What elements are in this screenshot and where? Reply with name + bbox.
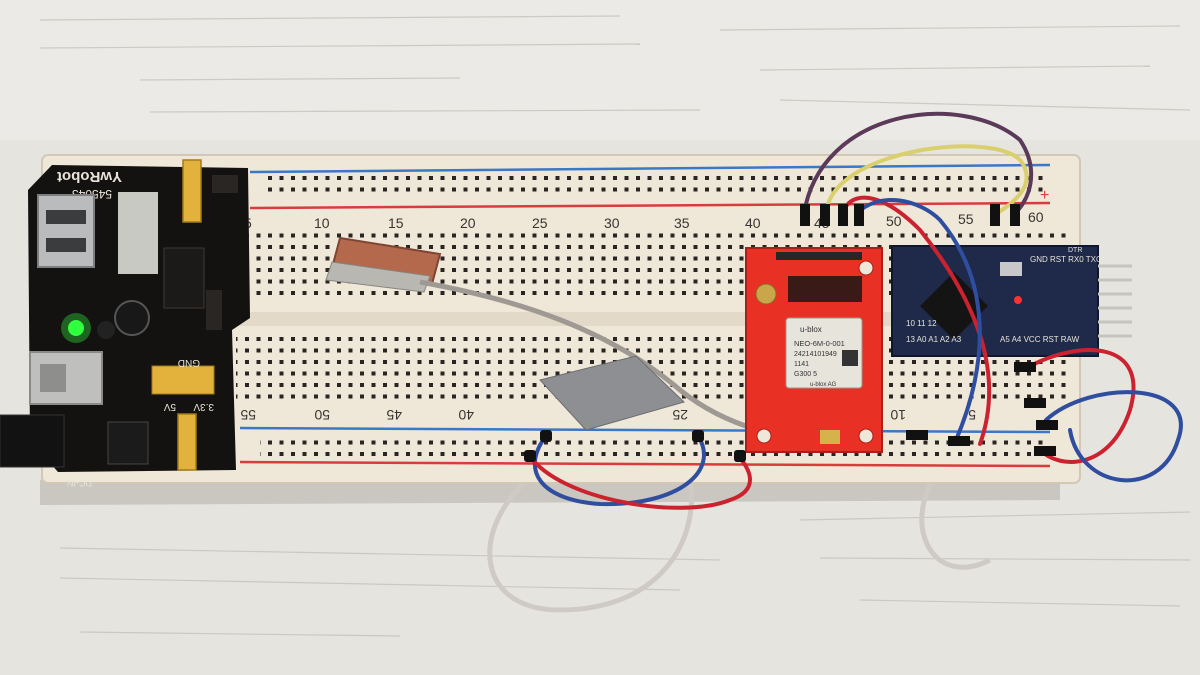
- col-number: 30: [604, 215, 620, 231]
- col-number: 60: [1028, 209, 1044, 225]
- atmega-chip: [920, 272, 988, 340]
- usb-port-slot: [46, 210, 86, 224]
- wire-yellow: [824, 144, 1029, 216]
- pin-labels: 10 11 12: [906, 319, 937, 328]
- jumper-wires: [528, 111, 1183, 510]
- top-rail-holes-minus: [268, 175, 1048, 184]
- heatsink-tab: [118, 192, 158, 274]
- wire-purple: [802, 111, 1034, 216]
- mounting-hole: [858, 260, 874, 276]
- bottom-rail-holes-plus: [260, 448, 1050, 457]
- col-number: 50: [886, 213, 902, 229]
- gps-chip-shield: [785, 317, 863, 389]
- wire-red-right: [1028, 348, 1136, 464]
- dc-jack-inner: [107, 421, 149, 465]
- chip-brand: u-blox: [800, 325, 822, 334]
- bottom-rail-red-line: [239, 460, 1051, 468]
- dc-in-label: DC-IN: [67, 478, 92, 488]
- mounting-hole: [756, 428, 772, 444]
- power-supply-module: YwRobot 545043 GND 5V 3.3V DC-IN: [0, 159, 250, 488]
- mounting-hole: [858, 428, 874, 444]
- paper-shade: [0, 0, 1200, 140]
- gps-header-pins: [776, 252, 862, 260]
- col-number: 15: [388, 215, 404, 231]
- transistor: [97, 321, 115, 339]
- col-number: 20: [460, 215, 476, 231]
- green-led: [68, 320, 84, 336]
- top-column-numbers: 5 10 15 20 25 30 35 40 45 50 55 60: [244, 209, 1044, 231]
- antenna-base: [325, 261, 431, 293]
- col-number: 35: [674, 215, 690, 231]
- dc-barrel-jack[interactable]: [0, 414, 65, 468]
- gray-tape: [539, 355, 685, 431]
- arduino-right-pins: [1098, 264, 1132, 338]
- v33-label: 3.3V: [193, 401, 214, 412]
- rail-minus-label: −: [1040, 157, 1048, 173]
- col-number-inverted: 10: [890, 407, 906, 423]
- wire-plugs: [524, 204, 1058, 462]
- rail-plus-label: +: [1040, 187, 1049, 204]
- gnd-label: GND: [178, 357, 200, 368]
- wire-shadows: [487, 467, 992, 613]
- output-header-block: [151, 365, 215, 395]
- datamatrix-code: [842, 350, 858, 366]
- chip-maker: u-blox AG: [810, 382, 837, 388]
- usb-port-slot: [46, 238, 86, 252]
- top-rail-blue-line: [249, 163, 1051, 174]
- wire-red-bottom: [528, 454, 752, 510]
- gps-patch-antenna: [325, 236, 442, 293]
- gps-smd-parts: [788, 276, 862, 302]
- col-number-inverted: 45: [386, 407, 402, 423]
- gps-module: u-blox NEO-6M-0-001 24214101949 1141 G30…: [745, 247, 883, 453]
- pin-header: [212, 175, 238, 193]
- v5-label: 5V: [163, 401, 176, 412]
- col-number-inverted: 50: [314, 407, 330, 423]
- wire-blue-right: [1044, 390, 1183, 483]
- ufl-connector: [820, 430, 840, 444]
- reset-button[interactable]: [1000, 262, 1022, 276]
- col-number-inverted: 55: [240, 407, 256, 423]
- col-number: 10: [314, 215, 330, 231]
- header-labels: GND RST RX0 TXO: [1030, 255, 1102, 264]
- col-number-inverted: 5: [968, 407, 976, 423]
- backup-battery: [755, 283, 777, 305]
- dtr-label: DTR: [1068, 247, 1082, 254]
- chip-model: NEO-6M-0-001: [794, 339, 845, 348]
- col-number-inverted: 40: [458, 407, 474, 423]
- col-number: 55: [958, 211, 974, 227]
- paper-print-lines: [39, 15, 1191, 637]
- left-pin-labels: 13 A0 A1 A2 A3: [906, 335, 962, 344]
- wire-blue-top: [854, 198, 982, 442]
- wire-blue-bottom: [533, 434, 706, 507]
- usb-port[interactable]: [37, 194, 95, 268]
- col-number: 40: [745, 215, 761, 231]
- bottom-pin-labels: A5 A4 VCC RST RAW: [1000, 335, 1080, 344]
- top-rail-holes-plus: [268, 187, 1048, 196]
- brand-label: YwRobot: [57, 168, 122, 185]
- col-number-inverted: 25: [672, 407, 688, 423]
- smd-caps: [206, 290, 222, 330]
- bottom-rail-holes-minus: [260, 436, 1050, 445]
- jumper-bottom[interactable]: [177, 413, 197, 471]
- chip-serial: 24214101949: [794, 351, 837, 358]
- bottom-column-numbers: 55 50 45 40 25 10 5: [240, 407, 976, 423]
- electrolytic-capacitor: [114, 300, 150, 336]
- power-led: [1014, 296, 1022, 304]
- col-number: 25: [532, 215, 548, 231]
- voltage-regulator: [163, 247, 205, 309]
- switch-button: [40, 364, 66, 392]
- chip-lot: G300 5: [794, 371, 817, 378]
- arduino-pro-mini: GND RST RX0 TXO DTR A5 A4 VCC RST RAW 13…: [891, 245, 1132, 357]
- jumper-top[interactable]: [182, 159, 202, 223]
- chip-code: 1141: [794, 361, 809, 368]
- wire-red-top: [840, 195, 992, 446]
